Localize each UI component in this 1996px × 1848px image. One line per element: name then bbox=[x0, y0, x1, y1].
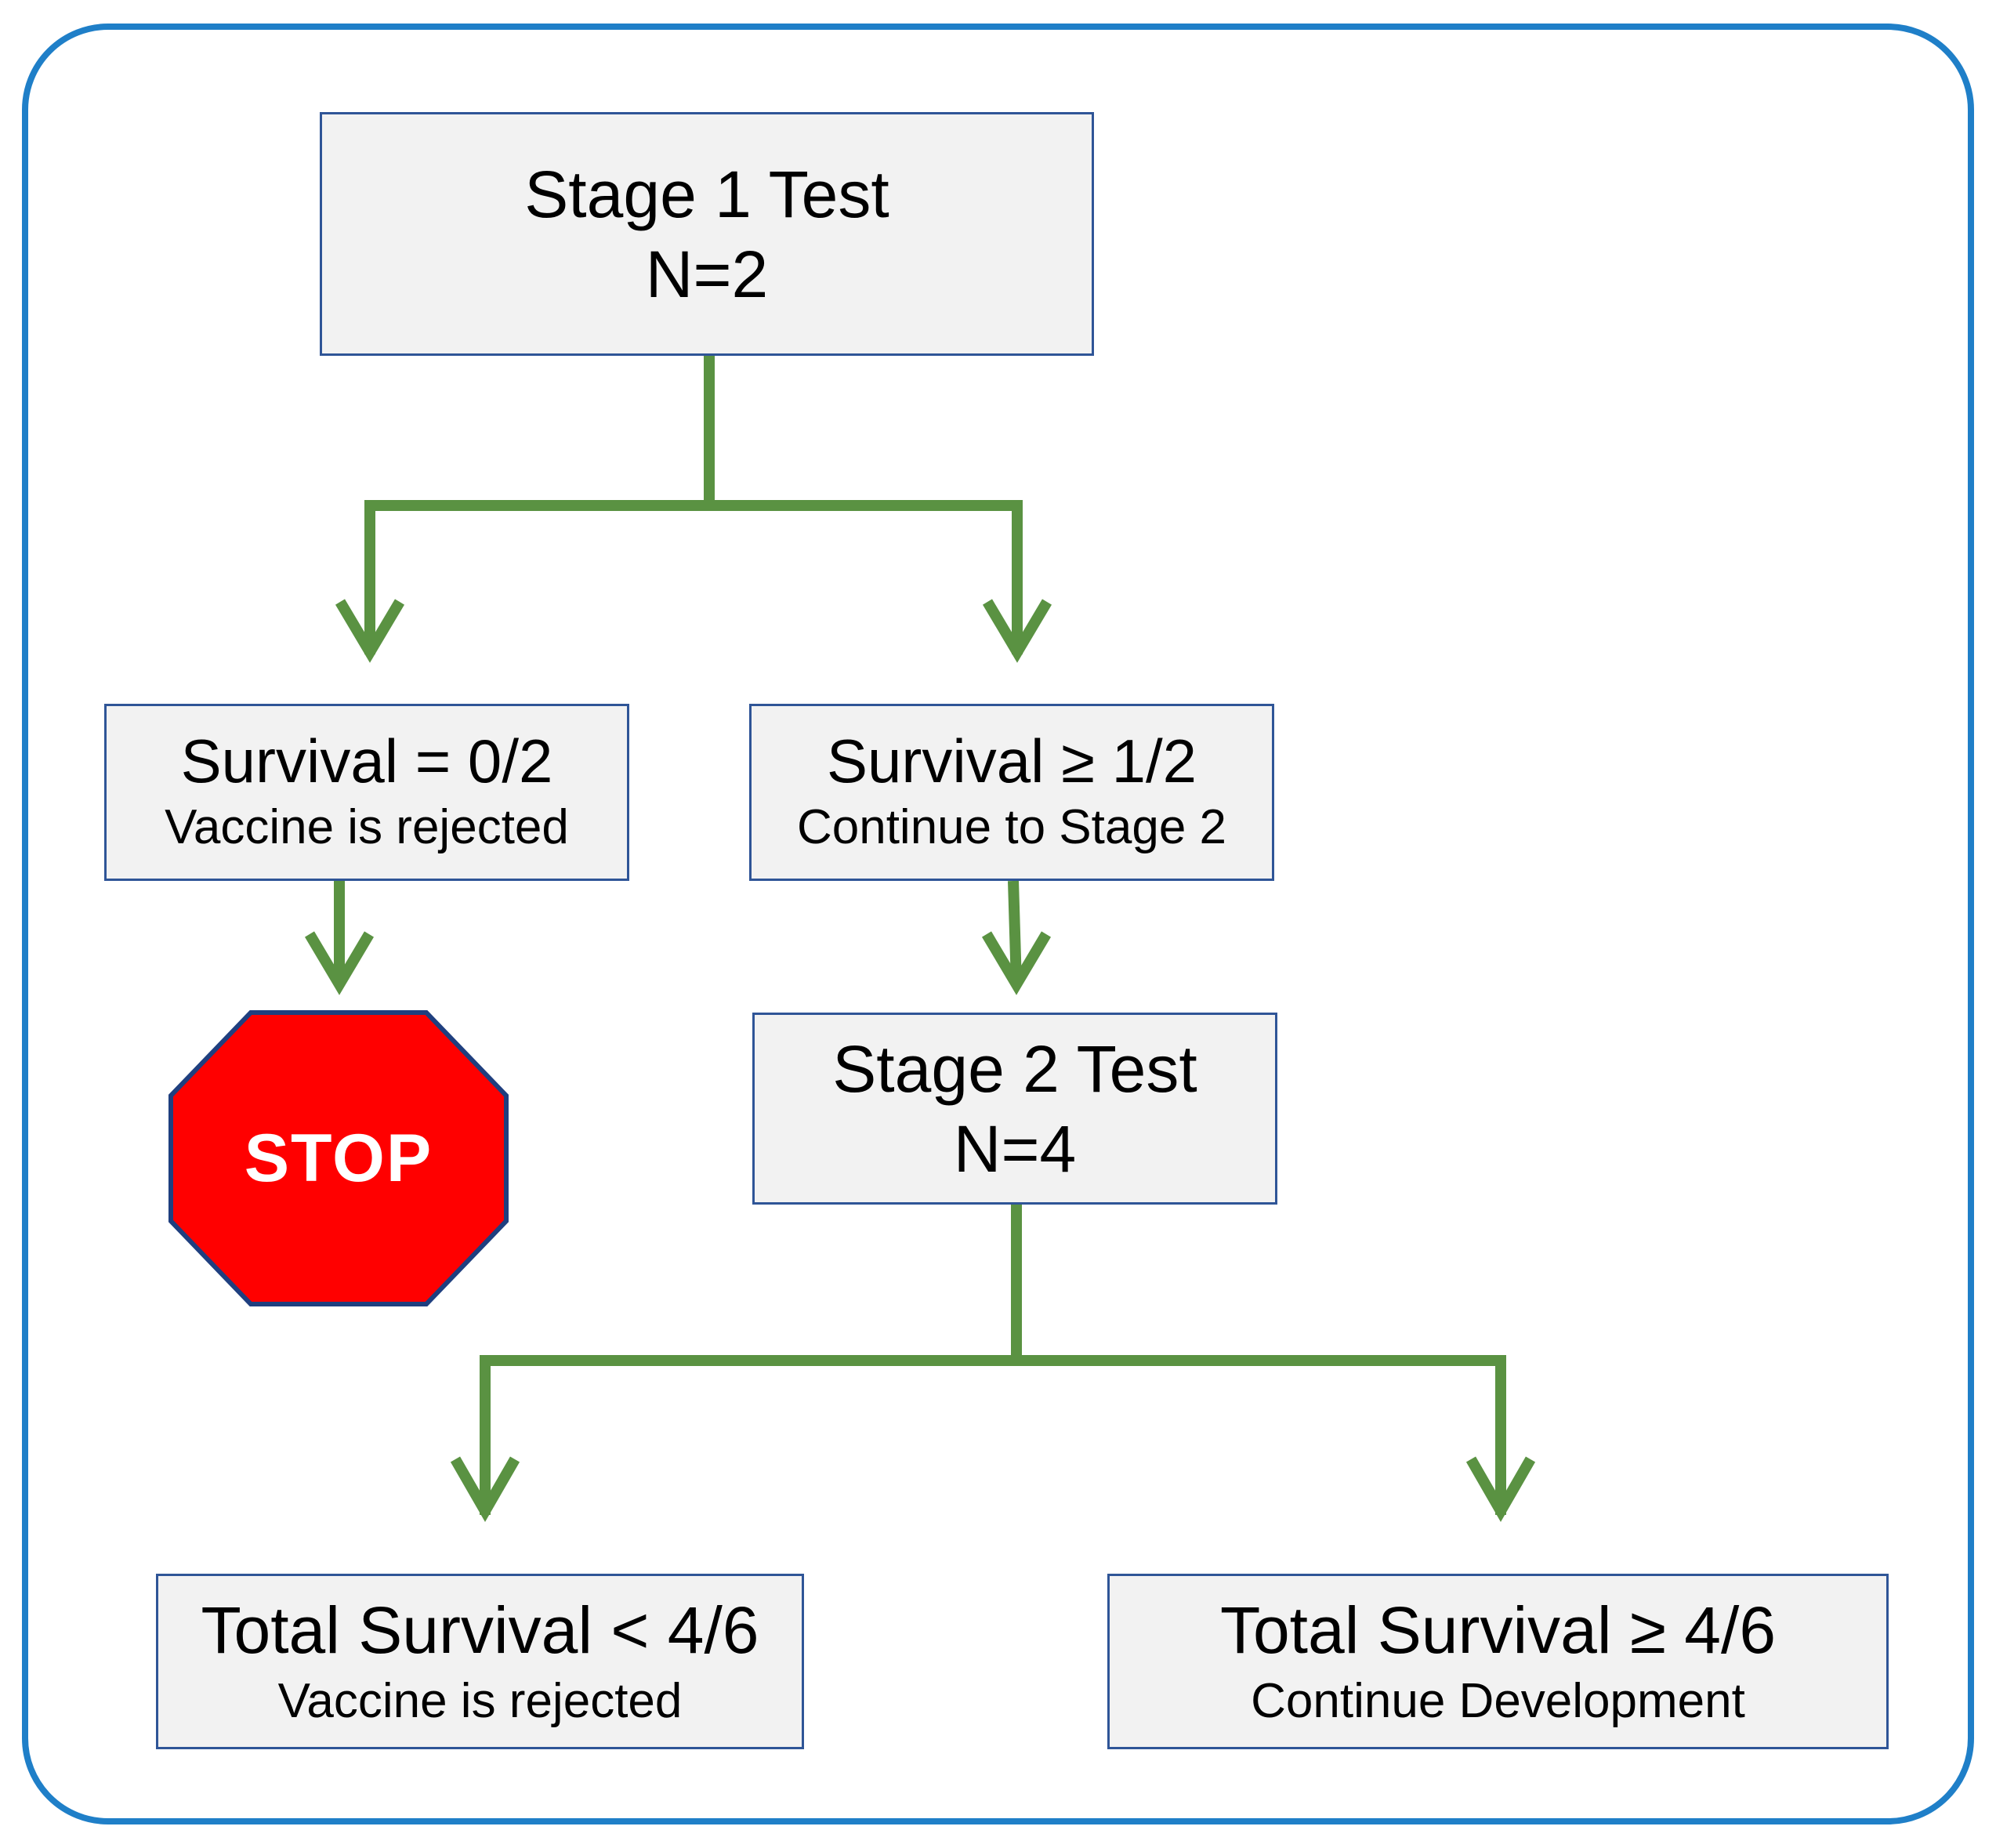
stop-sign-icon bbox=[168, 1010, 509, 1306]
arrowhead-stage1-pass bbox=[982, 599, 1052, 663]
connector-stage1-branch bbox=[364, 500, 1023, 654]
stage1-title: Stage 1 Test bbox=[524, 157, 889, 231]
arrowhead-total-pass bbox=[1465, 1456, 1536, 1523]
stage2-sample-size: N=4 bbox=[953, 1111, 1077, 1186]
stop-label: STOP bbox=[244, 1120, 433, 1196]
stage1-fail-title: Survival = 0/2 bbox=[180, 727, 553, 795]
arrowhead-stage2 bbox=[981, 931, 1052, 995]
connector-stage2-branch bbox=[480, 1355, 1506, 1515]
arrowhead-stage1-fail bbox=[335, 599, 405, 663]
total-pass-detail: Continue Development bbox=[1251, 1674, 1745, 1728]
arrowhead-total-fail bbox=[450, 1456, 520, 1523]
arrowhead-stop bbox=[304, 931, 375, 995]
total-fail-box: Total Survival < 4/6 Vaccine is rejected bbox=[156, 1574, 804, 1749]
stage2-test-box: Stage 2 Test N=4 bbox=[752, 1013, 1277, 1205]
stage1-test-box: Stage 1 Test N=2 bbox=[320, 112, 1094, 356]
total-fail-title: Total Survival < 4/6 bbox=[201, 1593, 759, 1667]
stage1-pass-detail: Continue to Stage 2 bbox=[796, 800, 1227, 854]
stage1-pass-box: Survival ≥ 1/2 Continue to Stage 2 bbox=[749, 704, 1274, 881]
total-pass-title: Total Survival ≥ 4/6 bbox=[1219, 1593, 1777, 1667]
stage1-fail-box: Survival = 0/2 Vaccine is rejected bbox=[104, 704, 629, 881]
total-fail-detail: Vaccine is rejected bbox=[277, 1674, 683, 1728]
connector-pass-to-stage2 bbox=[1008, 880, 1022, 985]
stage1-sample-size: N=2 bbox=[645, 237, 769, 311]
stage1-fail-detail: Vaccine is rejected bbox=[165, 800, 569, 854]
total-pass-box: Total Survival ≥ 4/6 Continue Developmen… bbox=[1107, 1574, 1889, 1749]
diagram-frame bbox=[22, 24, 1974, 1824]
stage1-pass-title: Survival ≥ 1/2 bbox=[827, 727, 1197, 795]
stage2-title: Stage 2 Test bbox=[832, 1031, 1197, 1106]
